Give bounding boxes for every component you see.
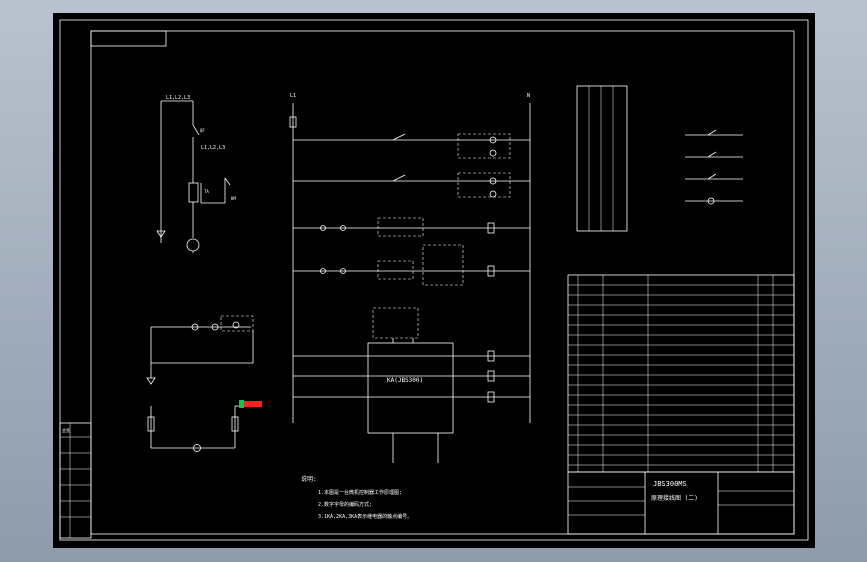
drawing-sheet[interactable]: 会签 L1,L2,L3 QF L1,L2,L3 TA KM [53, 13, 815, 548]
ta-label: TA [204, 189, 209, 194]
notes-heading: 说明: [301, 475, 317, 483]
inner-border [90, 30, 795, 535]
km-label: KM [231, 196, 236, 201]
sidebar-row-label: 会签 [62, 427, 70, 433]
qf-label: QF [200, 128, 205, 133]
left-mid-label: L1,L2,L3 [201, 145, 225, 151]
drawing-subtitle: 原理接线图 (二) [651, 494, 698, 502]
green-marker [239, 400, 244, 408]
terminal-strip-table [576, 85, 628, 232]
notes-line: 2.数字字母的编码方式; [318, 501, 372, 508]
left-sidebar-table: 会签 [59, 422, 92, 539]
red-marker [244, 401, 262, 407]
left-top-label: L1,L2,L3 [166, 95, 190, 101]
left-motor-circuit: L1,L2,L3 QF L1,L2,L3 TA KM [156, 95, 236, 253]
left-indicator-loop [146, 315, 254, 385]
bus-right-label: N [527, 93, 530, 99]
corner-stamp-box [90, 30, 167, 47]
notes-line: 3.1KA,2KA,3KA表示继电器的触点编号。 [318, 513, 412, 520]
main-control-circuit: L1 N [289, 93, 531, 463]
title-block[interactable]: JBS300MS 原理接线图 (二) [567, 471, 795, 535]
right-mini-circuits [685, 129, 743, 205]
bus-left-label: L1 [290, 93, 296, 99]
outer-border [59, 19, 809, 541]
notes-block: 说明: 1.本图是一台微机控制器工作原理图; 2.数字字母的编码方式; 3.1K… [301, 475, 412, 520]
controller-label: KA(JBS300) [387, 377, 423, 384]
drawing-title: JBS300MS [653, 480, 687, 488]
schematic-drawing: 会签 L1,L2,L3 QF L1,L2,L3 TA KM [59, 19, 809, 541]
controller-block [367, 342, 454, 434]
parts-list-table [567, 274, 795, 473]
notes-line: 1.本图是一台微机控制器工作原理图; [318, 489, 402, 496]
left-lower-loop [147, 400, 262, 452]
